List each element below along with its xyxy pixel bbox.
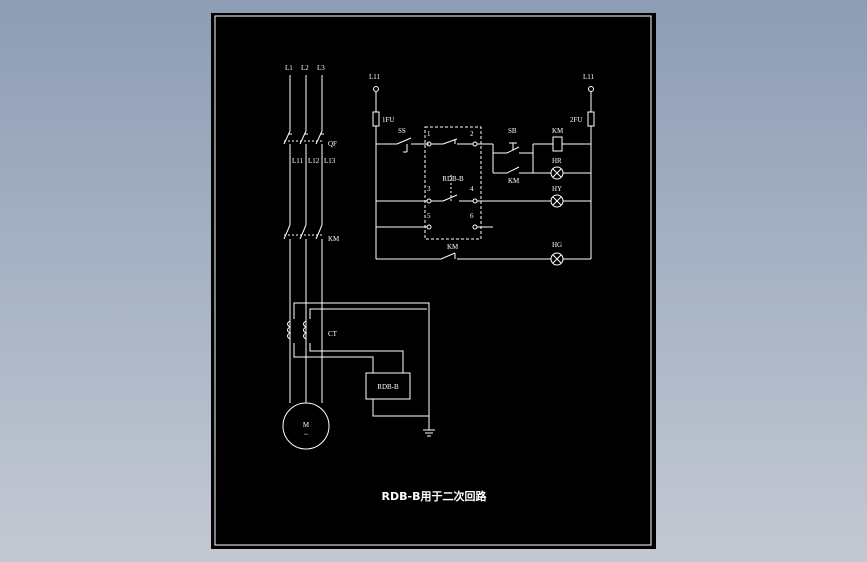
label-ct: CT	[328, 330, 338, 338]
lamp-hy-icon: HY	[550, 185, 564, 208]
contactor-km-main: KM	[283, 224, 340, 243]
label-km-aux: KM	[508, 177, 520, 185]
circuit-diagram: L1 L2 L3 QF	[214, 15, 652, 546]
label-km-main: KM	[328, 235, 340, 243]
label-terminal-6: 6	[470, 212, 474, 220]
rdb-relay-block: 1 2 RDB-B 3 4 5	[424, 126, 482, 240]
label-hr: HR	[552, 157, 562, 165]
label-rdb-box: RDB-B	[377, 383, 399, 391]
ground-icon	[423, 416, 435, 437]
control-circuit: L11 L11 1FU 2FU	[369, 73, 595, 266]
current-transformer-ct: CT	[287, 320, 338, 340]
rdb-relay-box: RDB-B	[365, 372, 411, 417]
label-l11: L11	[292, 157, 304, 165]
label-terminal-1: 1	[427, 130, 431, 138]
sheet-border	[214, 15, 652, 546]
label-l2: L2	[301, 64, 309, 72]
label-1fu: 1FU	[382, 116, 394, 124]
label-ss: SS	[398, 127, 406, 135]
label-2fu: 2FU	[570, 116, 582, 124]
label-km-bottom: KM	[447, 243, 459, 251]
lamp-hr-icon: HR	[550, 157, 564, 180]
motor-icon: M ~	[282, 402, 330, 450]
coil-km: KM	[552, 127, 564, 152]
nc-contact-km: KM	[440, 243, 459, 260]
label-ctrl-l11-left: L11	[369, 73, 381, 81]
label-sb: SB	[508, 127, 517, 135]
label-motor-m: M	[303, 421, 310, 429]
drawing-sheet: L1 L2 L3 QF	[211, 13, 656, 549]
label-hg: HG	[552, 241, 562, 249]
label-l3: L3	[317, 64, 325, 72]
label-l1: L1	[285, 64, 293, 72]
label-relay: RDB-B	[442, 175, 464, 183]
label-km-coil: KM	[552, 127, 564, 135]
label-hy: HY	[552, 185, 562, 193]
stop-switch-ss: SS	[396, 127, 412, 153]
aux-contact-km: KM	[493, 166, 533, 185]
label-l12: L12	[308, 157, 320, 165]
fuse-2fu	[587, 111, 595, 127]
label-terminal-5: 5	[427, 212, 431, 220]
label-ctrl-l11-right: L11	[583, 73, 595, 81]
label-terminal-2: 2	[470, 130, 474, 138]
drawing-caption: RDB-B用于二次回路	[382, 489, 488, 503]
label-l13: L13	[324, 157, 336, 165]
label-qf: QF	[328, 140, 337, 148]
label-motor-tilde: ~	[304, 431, 308, 439]
power-circuit: L1 L2 L3 QF	[282, 64, 435, 450]
start-button-sb: SB	[493, 127, 533, 154]
label-terminal-4: 4	[470, 185, 474, 193]
lamp-hg-icon: HG	[550, 241, 564, 266]
fuse-1fu	[372, 111, 380, 127]
breaker-qf: QF	[283, 130, 337, 148]
label-terminal-3: 3	[427, 185, 431, 193]
